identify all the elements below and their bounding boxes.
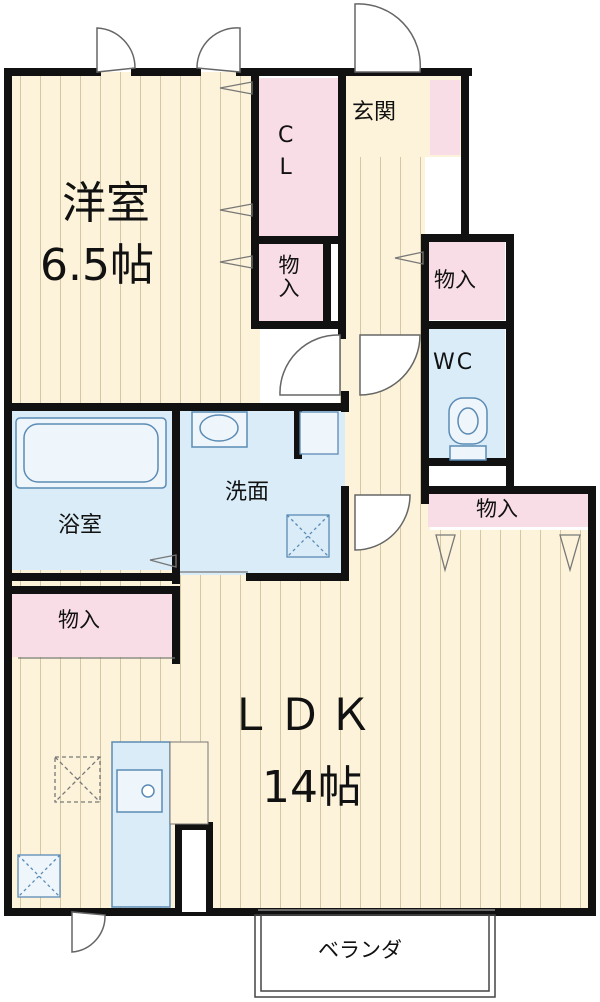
- storage-area-2: [428, 242, 505, 320]
- balcony-outline: [254, 909, 496, 998]
- hall-floor: [340, 155, 425, 505]
- door-swings: [71, 3, 422, 953]
- storage-area-1: [258, 244, 324, 322]
- toilet-label: WC: [433, 350, 475, 375]
- wash-basin: [191, 411, 248, 448]
- ldk-size: 14帖: [262, 762, 362, 813]
- western-room-name: 洋室: [62, 178, 150, 229]
- toilet-fixture: [448, 397, 488, 461]
- storage-label-1: 物入: [276, 254, 300, 300]
- bath-label: 浴室: [58, 513, 103, 538]
- closet-wall-block: [323, 244, 331, 324]
- fridge-space: [54, 756, 101, 803]
- storage-left-label: 物入: [58, 608, 100, 632]
- balcony-label: ベランダ: [318, 938, 402, 962]
- sliding-door-marks: [18, 81, 581, 659]
- walls: [4, 68, 596, 916]
- western-room-size: 6.5帖: [40, 240, 154, 291]
- storage-label-2: 物入: [434, 268, 476, 292]
- washing-machine-space: [286, 514, 330, 558]
- kitchen-shelf: [169, 741, 209, 825]
- kitchen-vent-space: [17, 854, 61, 898]
- entrance-shoe-storage: [430, 80, 460, 155]
- closet-area: [258, 78, 338, 236]
- storage-area-left: [12, 592, 177, 657]
- ldk-name: ＬＤＫ: [228, 690, 378, 741]
- entrance-label: 玄関: [352, 100, 397, 125]
- storage-area-right: [428, 492, 588, 527]
- washroom-label: 洗面: [225, 480, 270, 505]
- closet-label: C L: [278, 123, 294, 180]
- storage-right-label: 物入: [476, 497, 518, 521]
- western-room-floor: [10, 72, 260, 407]
- kitchen-counter: [111, 741, 171, 908]
- bathtub: [15, 417, 167, 489]
- kitchen-pillar-inner: [182, 830, 206, 912]
- washroom-closet: [299, 411, 339, 455]
